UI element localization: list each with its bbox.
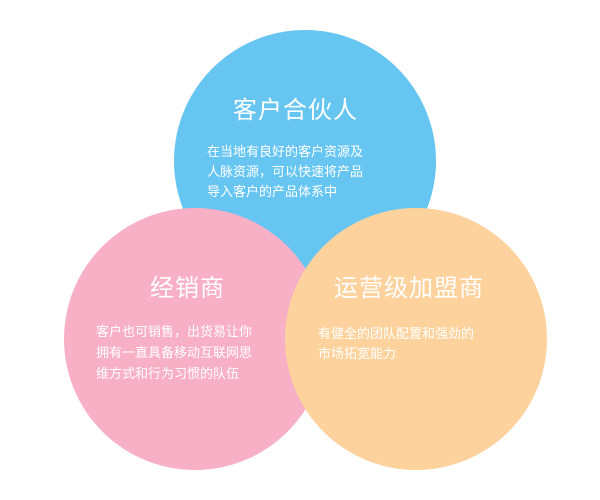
operator-franchisee-circle	[285, 208, 547, 470]
customer-partner-desc-line: 导入客户的产品体系中	[207, 185, 338, 200]
dealer-title: 经销商	[150, 274, 225, 302]
dealer-desc-line: 客户也可销售，出货易让你	[96, 325, 253, 340]
dealer-desc-line: 维方式和行为习惯的队伍	[96, 367, 240, 382]
operator-franchisee-desc-line: 市场拓宽能力	[318, 347, 397, 362]
operator-franchisee-desc-line: 有健全的团队配置和强劲的	[318, 327, 475, 342]
customer-partner-desc-line: 在当地有良好的客户资源及	[207, 145, 364, 160]
customer-partner-desc-line: 人脉资源，可以快速将产品	[207, 165, 364, 180]
dealer-desc-line: 拥有一直具备移动互联网思	[96, 346, 253, 361]
dealer-circle	[64, 208, 326, 470]
customer-partner-title: 客户合伙人	[233, 96, 358, 124]
operator-franchisee-title: 运营级加盟商	[334, 274, 484, 302]
